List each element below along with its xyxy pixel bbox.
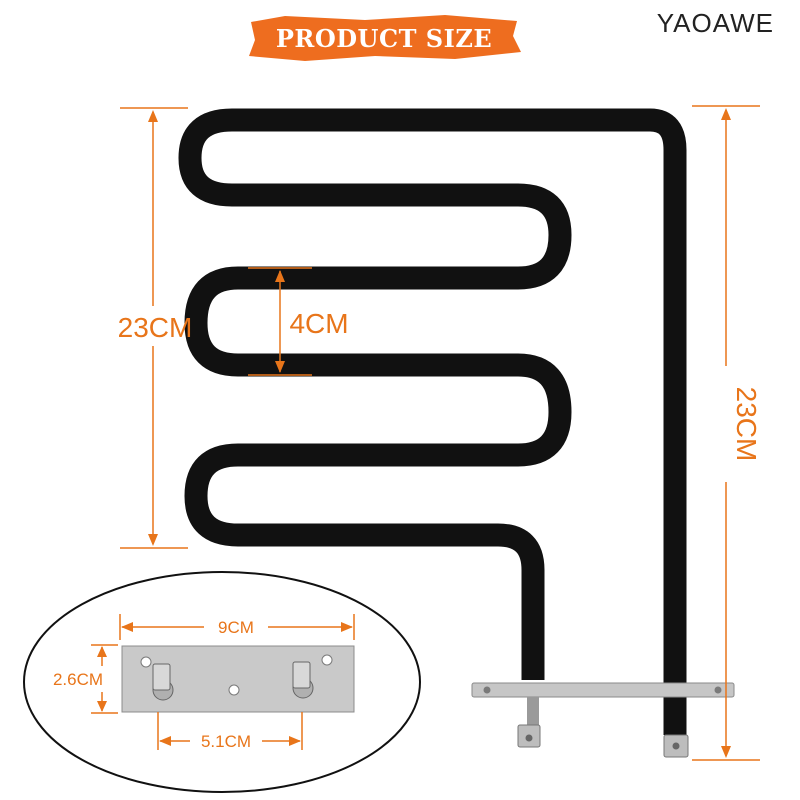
plate-height-label: 2.6CM <box>53 670 103 689</box>
brand-logo: YAOAWE <box>656 8 774 38</box>
loop-gap-dimension <box>248 267 312 376</box>
left-height-label: 23CM <box>118 312 193 343</box>
plate-detail-inset <box>23 571 421 793</box>
heating-element-tube <box>178 108 687 735</box>
terminal-right <box>663 734 689 758</box>
banner-title: PRODUCT SIZE <box>275 23 493 53</box>
plate-width-label: 9CM <box>218 618 254 637</box>
product-size-banner: PRODUCT SIZE <box>245 12 523 64</box>
right-height-dimension <box>692 105 760 761</box>
loop-gap-label: 4CM <box>289 308 348 339</box>
terminal-left <box>517 697 541 748</box>
mounting-bracket <box>471 682 735 698</box>
terminal-spacing-label: 5.1CM <box>201 732 251 751</box>
left-height-dimension <box>120 107 188 549</box>
banner-brush-shape <box>249 15 521 61</box>
right-height-label: 23CM <box>731 387 762 462</box>
